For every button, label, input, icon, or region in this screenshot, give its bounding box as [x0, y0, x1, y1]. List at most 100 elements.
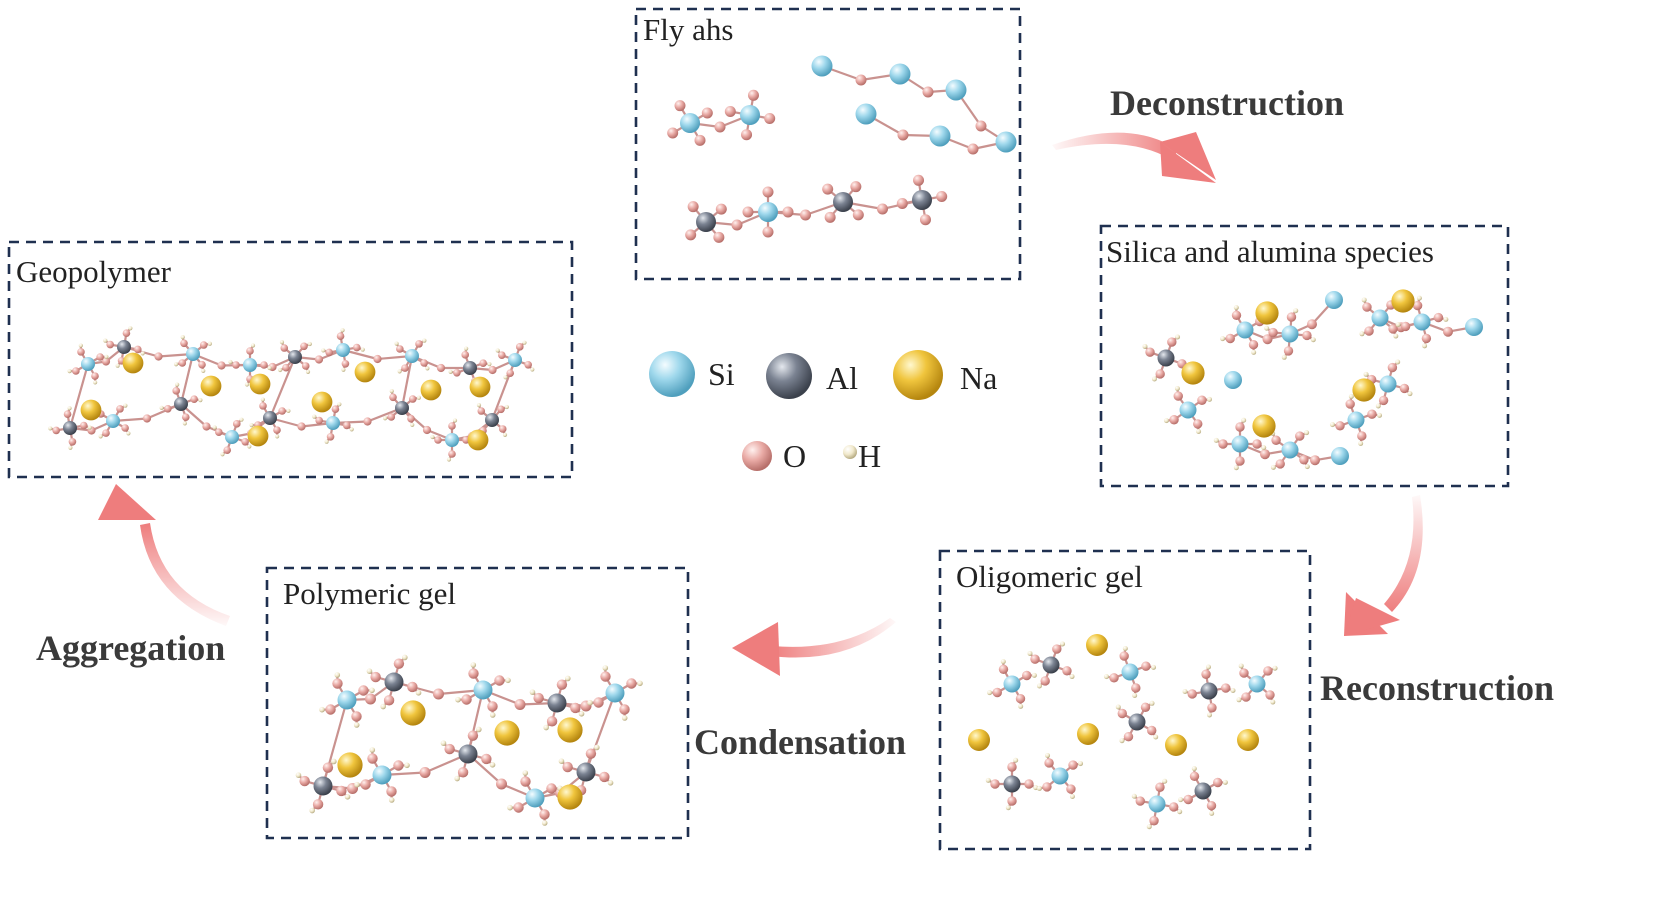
o-atom: [762, 186, 774, 198]
si-atom: [372, 765, 392, 785]
h-atom: [1348, 393, 1354, 399]
o-atom: [992, 687, 1002, 698]
o-atom: [1117, 708, 1127, 719]
o-atom: [487, 701, 498, 712]
si-atom: [1281, 325, 1299, 343]
o-atom: [122, 329, 131, 338]
o-atom: [1443, 326, 1453, 337]
si-atom: [225, 430, 239, 444]
o-atom: [1357, 431, 1367, 441]
si-atom: [508, 353, 522, 367]
o-atom: [1421, 333, 1432, 344]
al-atom: [1200, 682, 1218, 700]
o-atom: [241, 437, 249, 446]
na-atom: [1077, 723, 1099, 745]
o-atom: [1155, 369, 1165, 379]
h-atom: [159, 405, 164, 410]
na-atom: [494, 720, 520, 746]
h-atom: [275, 434, 280, 439]
o-atom: [164, 404, 172, 413]
h-atom: [279, 340, 285, 345]
o-atom: [667, 127, 679, 139]
na-atom: [249, 373, 271, 395]
h-atom: [476, 726, 482, 733]
o-atom: [562, 761, 573, 773]
h-atom: [1241, 417, 1247, 423]
o-atom: [687, 201, 699, 213]
h-atom: [389, 388, 394, 394]
o-atom: [936, 191, 948, 203]
al-atom: [458, 744, 478, 764]
h-atom: [1182, 689, 1188, 695]
h-atom: [1178, 797, 1184, 803]
o-atom: [389, 393, 397, 402]
o-atom: [419, 767, 431, 778]
h-atom: [1151, 664, 1157, 670]
h-atom: [295, 772, 302, 778]
o-atom: [365, 693, 376, 705]
o-atom: [181, 413, 190, 421]
si-atom: [326, 416, 340, 430]
o-atom: [762, 226, 774, 238]
o-atom: [599, 771, 610, 783]
h-atom: [1196, 429, 1202, 435]
o-atom: [533, 692, 544, 704]
o-atom: [1263, 666, 1273, 676]
o-atom: [497, 405, 505, 414]
o-atom: [232, 361, 240, 369]
o-atom: [1007, 796, 1017, 806]
h-atom: [380, 703, 386, 710]
o-atom: [1412, 300, 1423, 311]
h-atom: [1393, 333, 1399, 339]
o-atom: [461, 694, 472, 705]
h-atom: [522, 770, 529, 776]
o-atom: [282, 363, 290, 372]
o-atom: [1173, 391, 1183, 401]
na-atom: [968, 729, 990, 751]
al-atom: [384, 672, 404, 692]
na-atom: [80, 399, 102, 421]
o-atom: [764, 112, 776, 124]
o-atom: [142, 414, 152, 423]
na-atom: [467, 429, 489, 451]
o-atom: [600, 671, 611, 682]
h-atom: [175, 382, 180, 387]
na-atom: [1086, 634, 1108, 656]
h-atom: [173, 362, 179, 367]
silica-alumina-title: Silica and alumina species: [1106, 234, 1434, 269]
h-atom: [48, 426, 53, 431]
o-atom: [332, 678, 343, 689]
si-atom: [1121, 663, 1139, 681]
h-atom: [341, 367, 346, 372]
h-atom: [1018, 703, 1024, 709]
o-atom: [1052, 644, 1062, 654]
na-atom: [1352, 378, 1376, 402]
o-atom: [731, 219, 743, 231]
h-atom: [98, 434, 103, 439]
al-atom: [395, 401, 409, 415]
h-atom: [430, 434, 435, 440]
h-atom: [464, 346, 469, 351]
deconstruction-arrow: [1052, 132, 1216, 183]
h-atom: [476, 403, 482, 408]
h-atom: [115, 363, 120, 368]
si-atom: [740, 105, 760, 125]
condensation-arrow: [732, 618, 896, 676]
o-atom: [1022, 670, 1032, 681]
h-atom: [1191, 766, 1197, 772]
o-atom: [433, 688, 444, 700]
o-atom: [855, 74, 867, 86]
h-atom: [607, 780, 614, 786]
o-atom: [1030, 654, 1040, 664]
o-atom: [701, 107, 713, 119]
h-atom: [1261, 445, 1267, 451]
o-atom: [300, 342, 308, 351]
h-atom: [267, 365, 272, 371]
o-atom: [101, 357, 111, 366]
al-atom: [1042, 656, 1060, 674]
h-atom: [388, 797, 395, 803]
na-atom: [354, 361, 376, 383]
o-atom: [520, 776, 531, 787]
legend-al-label: Al: [826, 360, 858, 396]
legend-al-sphere: [766, 353, 812, 399]
